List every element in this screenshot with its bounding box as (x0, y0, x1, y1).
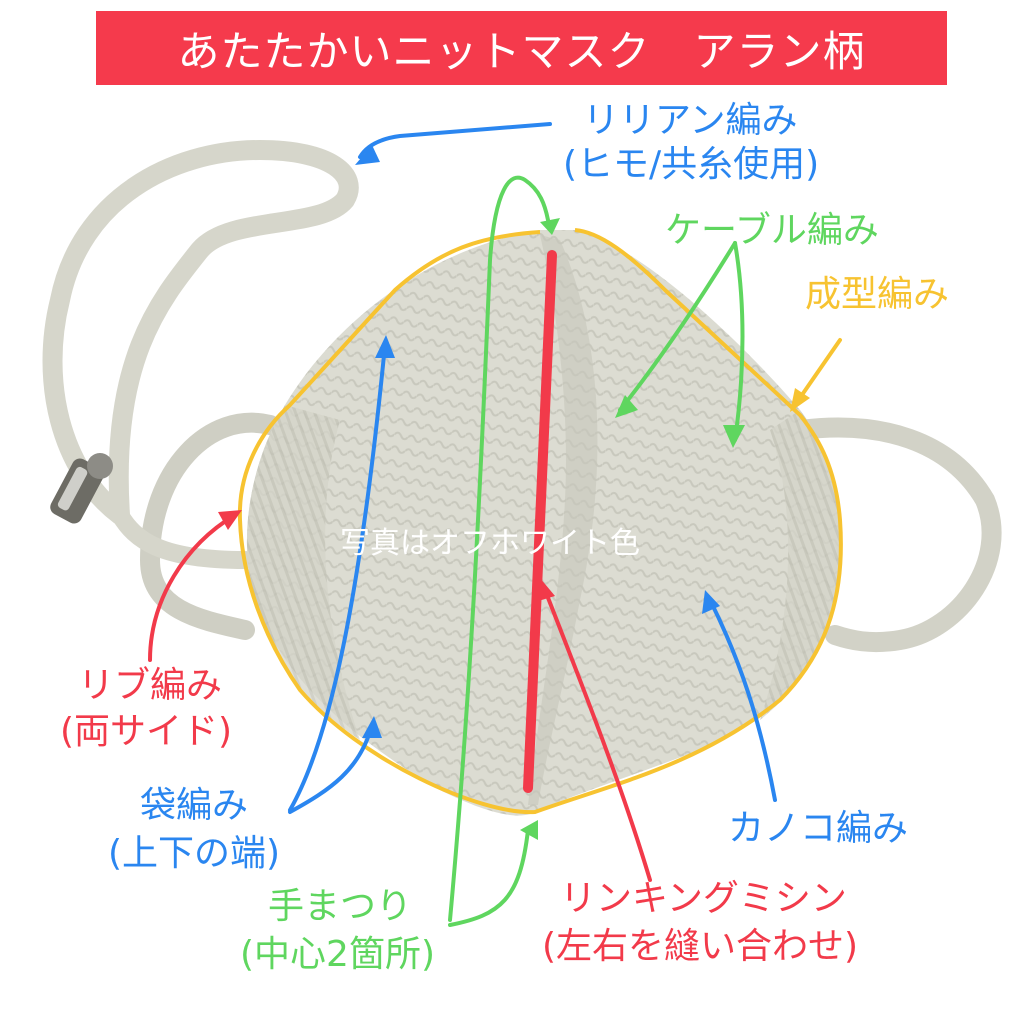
arrowhead-handsewn-bottom (520, 820, 538, 840)
arrowhead-tubular-bottom (362, 716, 382, 738)
arrow-cable-right (733, 241, 745, 442)
label-linking: リンキングミシン (左右を縫い合わせ) (542, 878, 858, 968)
label-handsewn-line2: (中心2箇所) (240, 934, 435, 975)
label-tubular-line2: (上下の端) (108, 833, 281, 874)
label-cable-line1: ケーブル編み (665, 210, 879, 251)
label-moss: カノコ編み (728, 808, 908, 850)
cord-stopper (50, 453, 113, 524)
arrowhead-tubular-top (375, 335, 395, 358)
arrow-linking (543, 588, 652, 882)
shaping-outline (237, 228, 843, 815)
arrowhead-handsewn-top (540, 218, 560, 235)
label-shaped: 成型編み (805, 274, 949, 316)
label-tubular: 袋編み (上下の端) (108, 785, 280, 875)
arrowhead-shaped (790, 388, 810, 412)
label-lilian: リリアン編み (ヒモ/共糸使用) (563, 100, 819, 186)
left-ear-cord (42, 140, 359, 640)
arrow-rib (148, 513, 237, 662)
label-rib: リブ編み (両サイド) (60, 665, 232, 753)
label-rib-line2: (両サイド) (60, 711, 233, 752)
photo-color-note: 写真はオフホワイト色 (340, 526, 640, 561)
arrow-handsewn-top (448, 175, 550, 922)
arrowhead-lilian (355, 145, 380, 165)
right-ear-cord (790, 417, 1002, 653)
label-moss-line1: カノコ編み (728, 808, 909, 849)
arrowhead-rib (218, 510, 242, 530)
arrow-moss (708, 598, 777, 802)
label-handsewn-line1: 手まつり (268, 886, 413, 927)
arrowhead-cable-right (723, 425, 745, 448)
arrowhead-cable-left (615, 395, 638, 418)
label-lilian-line2: (ヒモ/共糸使用) (563, 144, 820, 185)
arrow-handsewn-bottom (448, 828, 530, 927)
label-cable: ケーブル編み (665, 210, 879, 252)
linking-seam-line (523, 250, 557, 793)
arrow-cable-left (618, 241, 737, 412)
label-rib-line1: リブ編み (78, 665, 223, 706)
label-linking-line2: (左右を縫い合わせ) (542, 926, 859, 967)
label-handsewn: 手まつり (中心2箇所) (240, 886, 435, 976)
arrow-lilian (358, 122, 552, 159)
label-shaped-line1: 成型編み (805, 274, 950, 315)
arrow-tubular-bottom (288, 723, 374, 814)
arrowhead-linking (535, 578, 555, 602)
label-tubular-line1: 袋編み (140, 785, 249, 826)
label-linking-line1: リンキングミシン (560, 878, 847, 919)
title-banner: あたたかいニットマスク アラン柄 (96, 11, 947, 85)
label-lilian-line1: リリアン編み (583, 100, 798, 141)
title-text: あたたかいニットマスク アラン柄 (177, 26, 866, 76)
arrow-tubular-top (288, 343, 387, 812)
arrowhead-moss (702, 590, 720, 614)
